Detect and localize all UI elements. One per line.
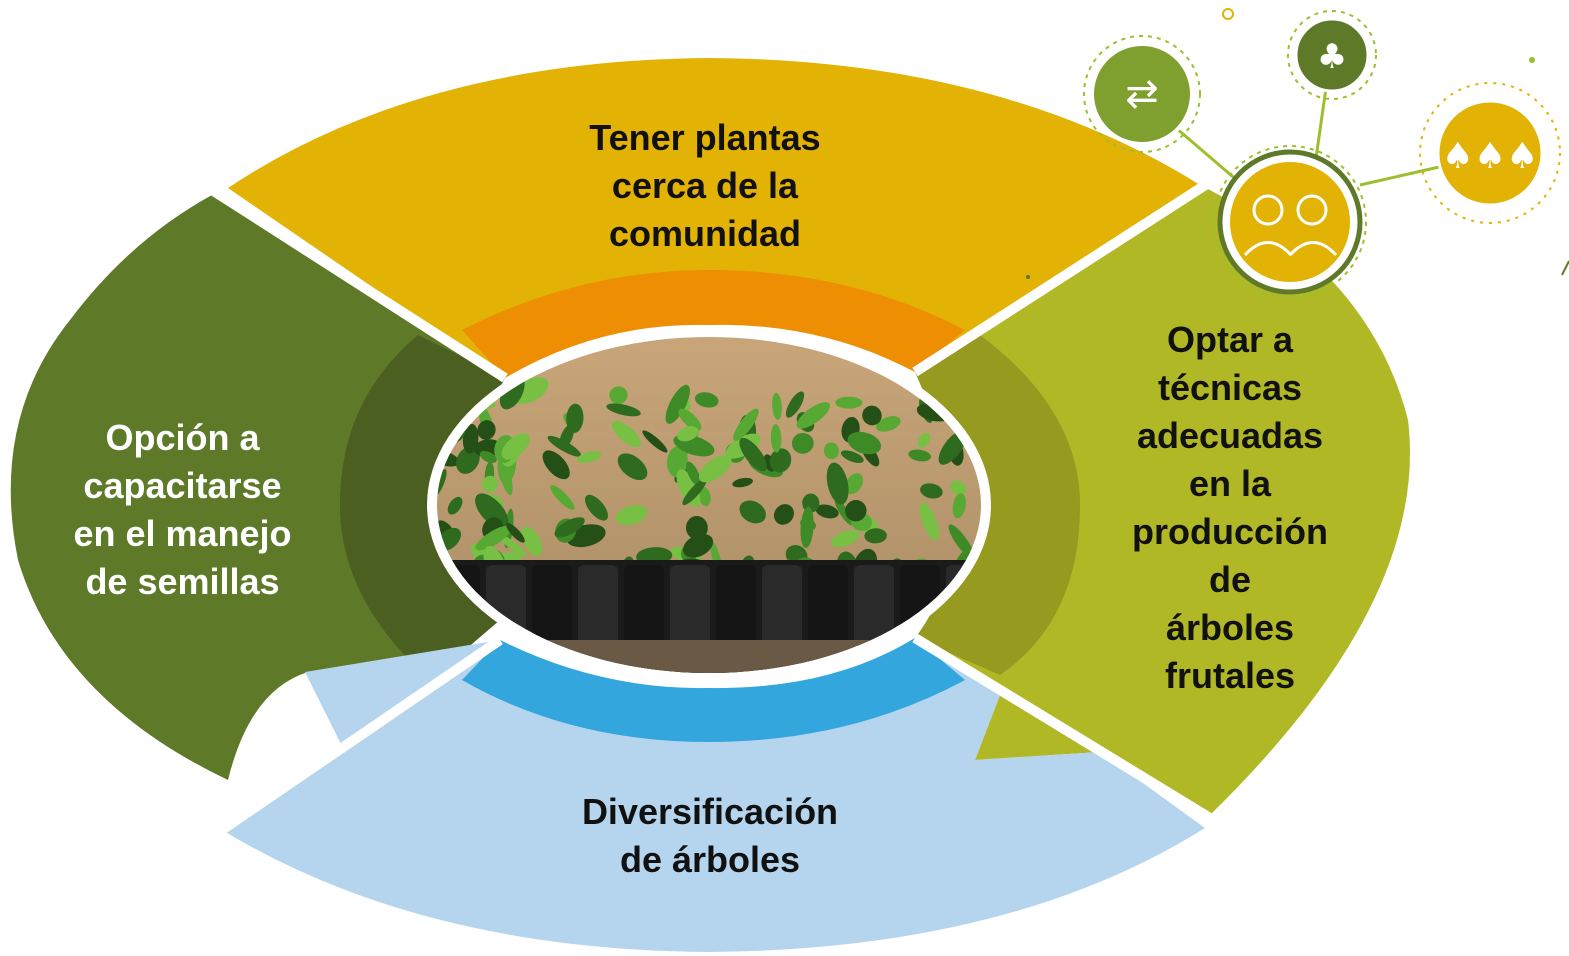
segment-dividers — [209, 177, 1213, 835]
photo-leaf — [908, 449, 932, 462]
photo-leaf — [686, 461, 701, 486]
photo-nursery-bag — [670, 565, 710, 645]
photo-leaf — [501, 433, 530, 460]
photo-leaf — [845, 499, 867, 522]
photo-nursery-bag — [762, 565, 802, 645]
photo-leaf — [554, 517, 585, 538]
photo-leaf — [479, 450, 497, 464]
photo-leaf — [617, 453, 648, 481]
segment-left — [10, 195, 505, 780]
label-top: Tener plantas cerca de la comunidad — [589, 117, 821, 254]
photo-leaf — [739, 437, 767, 472]
segment-top — [228, 58, 1200, 378]
photo-leaf — [834, 498, 853, 526]
photo-nursery-bag — [532, 565, 572, 645]
photo-leaf — [576, 451, 602, 463]
icon-network: ⇄ ♣ ♠♠♠ — [1026, 8, 1569, 299]
photo-leaf — [666, 446, 688, 478]
photo-leaf — [611, 420, 641, 448]
photo-leaf — [823, 442, 839, 460]
photo-leaf — [542, 450, 570, 480]
photo-leaf — [791, 432, 814, 454]
segment-top-inner — [462, 270, 965, 378]
photo-leaf — [800, 506, 814, 549]
photo-leaf — [698, 454, 732, 483]
photo-leaf — [862, 405, 882, 426]
photo-leaf — [826, 462, 849, 505]
photo-leaf — [698, 487, 711, 507]
photo-leaf — [769, 448, 792, 473]
photo-leaf — [456, 446, 480, 474]
photo-nursery-bag — [854, 565, 894, 645]
exchange-ideas-icon: ⇄ — [1083, 35, 1201, 153]
label-left: Opción a capacitarse en el manejo de sem… — [73, 417, 292, 602]
photo-leaf — [550, 485, 575, 510]
photo-leaf — [864, 528, 887, 544]
photo-leaf — [609, 386, 628, 405]
farmers-couple-icon — [1213, 145, 1367, 299]
photo-leaf — [773, 504, 794, 525]
svg-text:♣: ♣ — [1317, 37, 1347, 77]
photo-leaf — [462, 423, 479, 454]
photo-leaf — [642, 430, 668, 453]
photo-leaf — [477, 420, 496, 440]
photo-leaf — [665, 384, 690, 424]
photo-leaf — [739, 500, 766, 524]
svg-text:♠♠♠: ♠♠♠ — [1442, 136, 1539, 177]
photo-leaf — [952, 493, 966, 519]
photo-nursery-bag — [578, 565, 618, 645]
photo-leaf — [875, 416, 901, 432]
svg-text:⇄: ⇄ — [1125, 71, 1159, 117]
photo-leaf — [437, 469, 447, 497]
photo-leaf — [831, 530, 860, 548]
label-bottom: Diversificación de árboles — [581, 791, 839, 880]
photo-leaf — [732, 477, 753, 488]
photo-leaf — [920, 483, 943, 499]
photo-leaf — [917, 432, 931, 448]
trees-field-icon: ♠♠♠ — [1419, 82, 1561, 224]
photo-leaf — [847, 431, 882, 455]
label-right: Optar a técnicas adecuadas en la producc… — [1132, 319, 1328, 696]
photo-leaf — [481, 475, 499, 493]
photo-leaf — [606, 403, 641, 417]
photo-leaf — [677, 426, 699, 442]
photo-nursery-bag — [716, 565, 756, 645]
photo-leaf — [615, 505, 648, 526]
photo-leaf — [796, 402, 831, 429]
photo-nursery-bag — [624, 565, 664, 645]
photo-leaf — [566, 403, 584, 433]
photo-leaf — [521, 526, 543, 556]
photo-leaf — [840, 450, 864, 463]
photo-leaf — [682, 478, 707, 506]
photo-leaf — [682, 533, 714, 558]
photo-leaf — [695, 392, 719, 408]
photo-leaf — [447, 496, 463, 515]
segment-bottom-inner — [462, 638, 965, 742]
photo-leaf — [770, 424, 782, 453]
photo-leaf — [785, 391, 805, 418]
photo-leaf — [498, 534, 527, 557]
photo-leaf — [845, 473, 864, 495]
photo-nursery-bag — [808, 565, 848, 645]
photo-leaf — [475, 525, 512, 551]
photo-leaf — [919, 502, 939, 541]
photo-leaf — [835, 396, 863, 409]
segment-right — [915, 185, 1410, 815]
photo-leaf — [733, 408, 759, 442]
photo-leaf — [950, 480, 967, 496]
photo-leaf — [506, 523, 525, 543]
photo-leaf — [585, 494, 608, 521]
segment-bottom — [222, 638, 1205, 952]
photo-leaf — [815, 504, 839, 519]
farmer-plants-icon: ♣ — [1287, 10, 1377, 100]
photo-leaf — [772, 392, 782, 421]
photo-leaf — [685, 515, 708, 540]
